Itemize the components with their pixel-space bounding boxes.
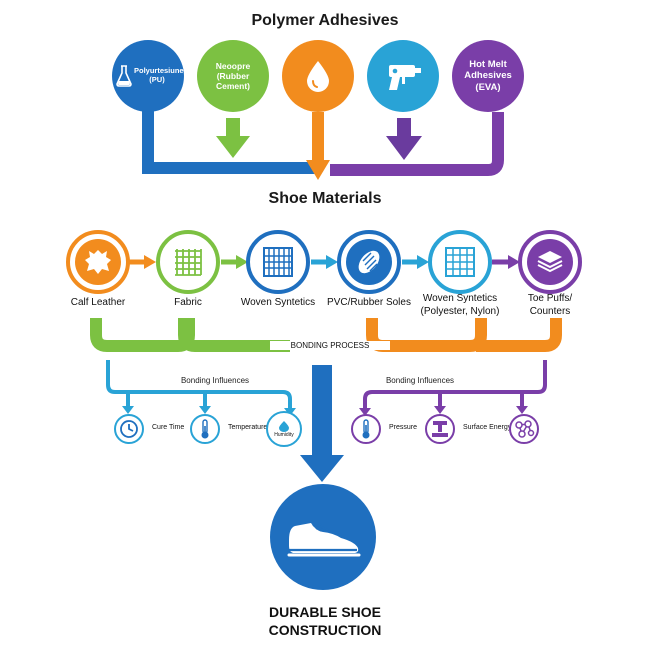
temperature-circle bbox=[190, 414, 220, 444]
material-calf-leather-label: Calf Leather bbox=[70, 297, 126, 308]
adhesive-droplet-circle bbox=[282, 40, 354, 112]
material-woven-circle bbox=[246, 230, 310, 294]
mesh-grid-icon bbox=[445, 247, 475, 277]
surface-energy-label: Surface Energy bbox=[463, 424, 512, 431]
leather-hide-icon bbox=[85, 250, 111, 274]
result-title-line1: DURABLE SHOE bbox=[268, 604, 381, 620]
material-woven-label: Woven Syntetics bbox=[240, 297, 316, 308]
adhesive-eva-label: Hot Melt Adhesives (EVA) bbox=[464, 59, 512, 93]
result-shoe-circle bbox=[270, 484, 376, 590]
droplet-arrowhead bbox=[306, 160, 330, 180]
adhesive-neoprene-circle: Neoopre (Rubber Cement) bbox=[197, 40, 269, 112]
materials-section-title: Shoe Materials bbox=[268, 190, 382, 207]
material-calf-leather-circle bbox=[66, 230, 130, 294]
right-influences-title: Bonding Influences bbox=[385, 376, 455, 385]
neoprene-arrow bbox=[216, 136, 250, 158]
diagram-title: Polymer Adhesives bbox=[251, 12, 399, 29]
cure-time-label: Cure Time bbox=[152, 424, 185, 431]
material-fabric-circle bbox=[156, 230, 220, 294]
surface-energy-circle bbox=[425, 414, 455, 444]
adhesive-pu-circle: Polyurtesiune (PU) bbox=[112, 40, 184, 112]
material-soles-circle bbox=[337, 230, 401, 294]
woven-icon bbox=[263, 247, 293, 277]
pressure-label: Pressure bbox=[389, 424, 418, 431]
glue-gun-icon bbox=[389, 65, 421, 90]
glue-gun-arrow bbox=[386, 136, 422, 160]
material-mesh-circle bbox=[428, 230, 492, 294]
left-influences-title: Bonding Influences bbox=[180, 376, 250, 385]
fabric-grid-icon bbox=[175, 249, 202, 276]
eva-connector bbox=[330, 112, 504, 176]
adhesive-pu-label: Polyurtesiune (PU) bbox=[134, 66, 184, 84]
flask-icon bbox=[116, 65, 132, 87]
droplet-icon bbox=[307, 61, 329, 92]
temperature-label: Temperature bbox=[228, 424, 268, 431]
clock-icon bbox=[120, 420, 138, 438]
material-fabric-label: Fabric bbox=[174, 297, 202, 308]
molecule-icon bbox=[515, 420, 535, 438]
result-title-line2: CONSTRUCTION bbox=[268, 621, 382, 638]
material-mesh-label: Woven Syntetics (Polyester, Nylon) bbox=[420, 293, 500, 317]
sole-icon bbox=[358, 250, 380, 274]
shoe-icon bbox=[287, 522, 361, 557]
press-icon bbox=[432, 421, 448, 437]
humidity-label: Humidity bbox=[274, 432, 294, 438]
material-toe-puffs-circle bbox=[518, 230, 582, 294]
main-down-arrow bbox=[300, 455, 344, 482]
cure-time-circle bbox=[114, 414, 144, 444]
bonding-process-label: BONDING PROCESS bbox=[270, 341, 390, 350]
molecule-circle bbox=[509, 414, 539, 444]
pu-connector bbox=[142, 106, 324, 174]
humidity-circle: Humidity bbox=[266, 411, 302, 447]
pressure-gauge-icon bbox=[362, 419, 370, 439]
material-soles-label: PVC/Rubber Soles bbox=[327, 297, 411, 308]
result-title: DURABLE SHOE CONSTRUCTION bbox=[200, 604, 450, 639]
layers-icon bbox=[537, 251, 563, 273]
adhesive-gluegun-circle bbox=[367, 40, 439, 112]
adhesive-eva-circle: Hot Melt Adhesives (EVA) bbox=[452, 40, 524, 112]
thermometer-icon bbox=[201, 419, 209, 439]
material-toe-puffs-label: Toe Puffs/ Counters bbox=[527, 293, 573, 317]
adhesive-neoprene-label: Neoopre (Rubber Cement) bbox=[215, 60, 251, 91]
humidity-icon bbox=[279, 421, 289, 432]
pressure-circle bbox=[351, 414, 381, 444]
